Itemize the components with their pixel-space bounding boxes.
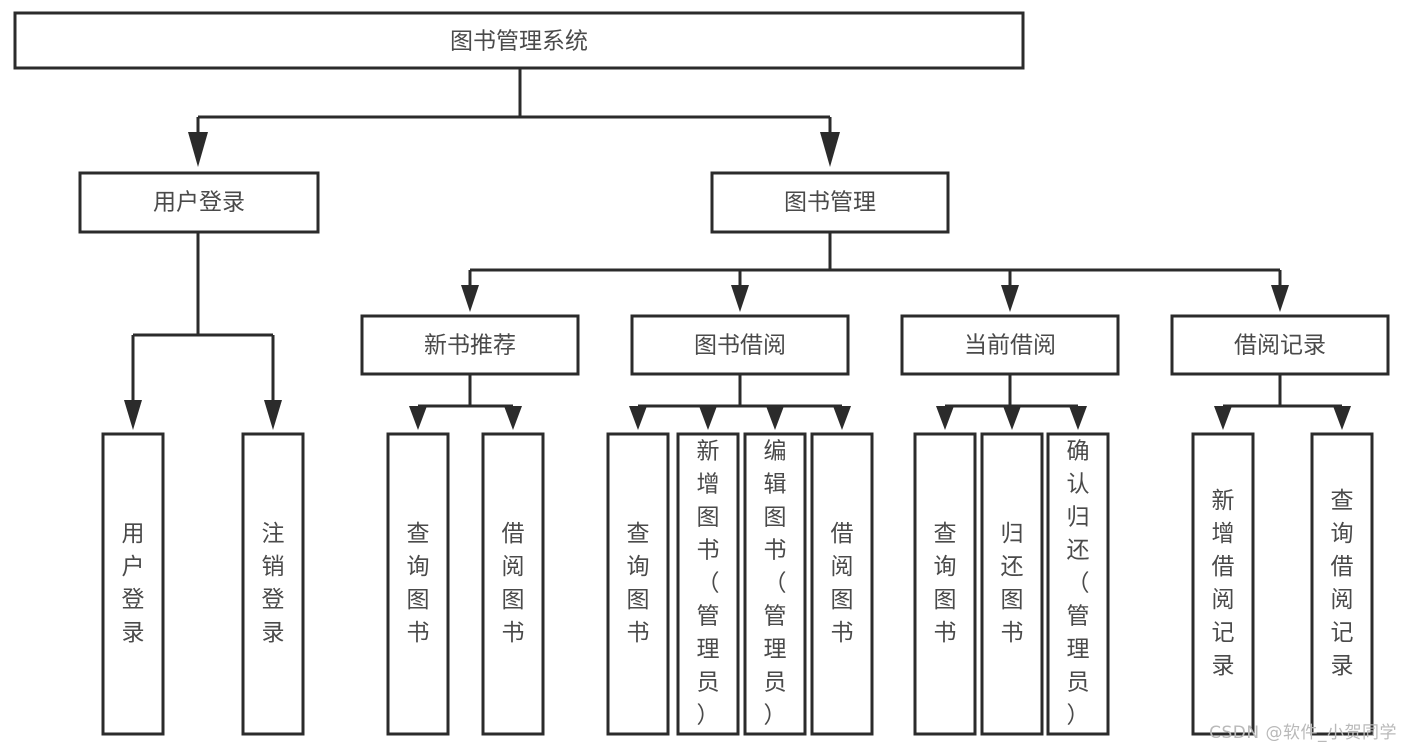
arrow-to-book-borrow-icon — [731, 285, 749, 312]
node-leaf-borrow-book-1-box[interactable] — [481, 432, 545, 736]
node-leaf-borrow-book-2[interactable]: 借阅图书 — [810, 432, 874, 736]
arrow-to-borrow-record-icon — [1271, 285, 1289, 312]
node-leaf-edit-book[interactable]: 编辑图书（管理员） — [743, 432, 807, 736]
node-leaf-query-record-box[interactable] — [1310, 432, 1374, 736]
node-root-box[interactable] — [13, 11, 1025, 70]
arrow-to-leaf-add-book-icon — [699, 406, 717, 430]
arrow-to-new-book-recommend-icon — [461, 285, 479, 312]
node-user-login-label: 用户登录 — [153, 190, 245, 216]
node-leaf-query-record-label: 查询借阅记录 — [1331, 488, 1354, 679]
node-leaf-logout-label: 注销登录 — [262, 521, 285, 646]
node-new-book-recommend-label: 新书推荐 — [424, 333, 516, 359]
arrow-to-book-manage-icon — [820, 132, 840, 167]
arrow-to-leaf-logout-icon — [264, 400, 282, 430]
arrow-to-leaf-confirm-return-icon — [1069, 406, 1087, 430]
node-leaf-add-record-box[interactable] — [1191, 432, 1255, 736]
node-leaf-query-book-1-box[interactable] — [386, 432, 450, 736]
connector-layer — [124, 68, 1351, 430]
arrow-to-current-borrow-icon — [1001, 285, 1019, 312]
node-book-manage[interactable]: 图书管理 — [710, 171, 950, 234]
node-leaf-query-book-2[interactable]: 查询图书 — [606, 432, 670, 736]
node-book-borrow-box[interactable] — [630, 314, 850, 376]
node-borrow-record-label: 借阅记录 — [1234, 333, 1326, 359]
node-book-borrow-label: 图书借阅 — [694, 333, 786, 359]
arrow-to-leaf-user-login-icon — [124, 400, 142, 430]
node-leaf-borrow-book-2-label: 借阅图书 — [831, 521, 854, 646]
arrow-to-leaf-query-book-1-icon — [409, 406, 427, 430]
node-leaf-add-record-label: 新增借阅记录 — [1212, 488, 1235, 679]
node-new-book-recommend-box[interactable] — [360, 314, 580, 376]
node-leaf-edit-book-label: 编辑图书（管理员） — [764, 439, 787, 729]
node-book-manage-box[interactable] — [710, 171, 950, 234]
arrow-to-leaf-query-record-icon — [1333, 406, 1351, 430]
node-leaf-query-book-3-label: 查询图书 — [934, 521, 957, 646]
arrow-to-leaf-query-book-2-icon — [629, 406, 647, 430]
node-book-manage-label: 图书管理 — [784, 190, 876, 216]
node-leaf-query-book-1[interactable]: 查询图书 — [386, 432, 450, 736]
node-leaf-query-book-3-box[interactable] — [913, 432, 977, 736]
node-leaf-return-book[interactable]: 归还图书 — [980, 432, 1044, 736]
node-user-login[interactable]: 用户登录 — [78, 171, 320, 234]
node-current-borrow-label: 当前借阅 — [964, 333, 1056, 359]
node-new-book-recommend[interactable]: 新书推荐 — [360, 314, 580, 376]
node-leaf-user-login[interactable]: 用户登录 — [101, 432, 165, 736]
node-leaf-logout-box[interactable] — [241, 432, 305, 736]
node-leaf-add-book-label: 新增图书（管理员） — [697, 439, 720, 729]
arrow-to-leaf-borrow-book-2-icon — [833, 406, 851, 430]
arrow-to-leaf-edit-book-icon — [766, 406, 784, 430]
node-leaf-logout[interactable]: 注销登录 — [241, 432, 305, 736]
node-borrow-record-box[interactable] — [1170, 314, 1390, 376]
arrow-to-user-login-icon — [188, 132, 208, 167]
node-leaf-confirm-return[interactable]: 确认归还（管理员） — [1046, 432, 1110, 736]
node-leaf-borrow-book-1[interactable]: 借阅图书 — [481, 432, 545, 736]
node-leaf-query-book-2-label: 查询图书 — [627, 521, 650, 646]
node-user-login-box[interactable] — [78, 171, 320, 234]
node-current-borrow[interactable]: 当前借阅 — [900, 314, 1120, 376]
node-leaf-return-book-label: 归还图书 — [1001, 521, 1024, 646]
arrow-to-leaf-return-book-icon — [1003, 406, 1021, 430]
node-leaf-user-login-box[interactable] — [101, 432, 165, 736]
node-leaf-query-book-1-label: 查询图书 — [407, 521, 430, 646]
node-root-label: 图书管理系统 — [450, 29, 588, 55]
node-leaf-add-record[interactable]: 新增借阅记录 — [1191, 432, 1255, 736]
node-leaf-return-book-box[interactable] — [980, 432, 1044, 736]
node-leaf-query-book-3[interactable]: 查询图书 — [913, 432, 977, 736]
node-leaf-add-book-box[interactable] — [676, 432, 740, 736]
node-leaf-confirm-return-box[interactable] — [1046, 432, 1110, 736]
node-leaf-add-book[interactable]: 新增图书（管理员） — [676, 432, 740, 736]
node-leaf-edit-book-box[interactable] — [743, 432, 807, 736]
node-borrow-record[interactable]: 借阅记录 — [1170, 314, 1390, 376]
arrow-to-leaf-add-record-icon — [1214, 406, 1232, 430]
node-leaf-confirm-return-label: 确认归还（管理员） — [1067, 439, 1090, 729]
node-leaf-borrow-book-1-label: 借阅图书 — [502, 521, 525, 646]
node-leaf-query-book-2-box[interactable] — [606, 432, 670, 736]
node-leaf-user-login-label: 用户登录 — [122, 521, 145, 646]
node-current-borrow-box[interactable] — [900, 314, 1120, 376]
node-leaf-query-record[interactable]: 查询借阅记录 — [1310, 432, 1374, 736]
node-book-borrow[interactable]: 图书借阅 — [630, 314, 850, 376]
node-leaf-borrow-book-2-box[interactable] — [810, 432, 874, 736]
arrow-to-leaf-borrow-book-1-icon — [504, 406, 522, 430]
node-root[interactable]: 图书管理系统 — [13, 11, 1025, 70]
arrow-to-leaf-query-book-3-icon — [936, 406, 954, 430]
csdn-watermark: CSDN @软件_小贺同学 — [1209, 723, 1397, 743]
